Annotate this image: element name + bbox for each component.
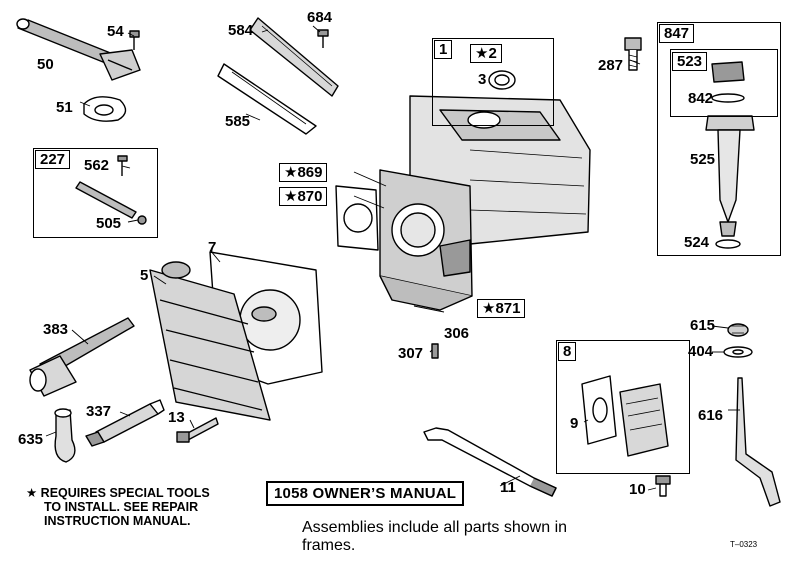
note-line-3: INSTRUCTION MANUAL. [44, 514, 191, 528]
tube-11-drawing [423, 427, 557, 497]
part-label-51: 51 [56, 99, 73, 116]
part-label-635: 635 [18, 431, 44, 448]
screw-54-drawing [129, 30, 140, 50]
part-label-7: 7 [208, 239, 217, 256]
dipstick-assembly-drawing [705, 61, 755, 249]
gasket-585-drawing [217, 63, 317, 135]
part-label-870: ★870 [279, 187, 328, 206]
part-label-585: 585 [225, 113, 251, 130]
part-label-616: 616 [698, 407, 724, 424]
part-label-227: 227 [35, 150, 71, 169]
spark-plug-drawing [85, 399, 165, 447]
part-label-525: 525 [690, 151, 716, 168]
part-label-847: 847 [659, 24, 695, 43]
plug-boot-drawing [54, 408, 76, 463]
breather-tube-drawing [16, 18, 141, 81]
part-label-584: 584 [228, 22, 254, 39]
part-label-842: 842 [688, 90, 714, 107]
owners-manual-label: 1058 OWNER’S MANUAL [266, 481, 465, 506]
bolt-287-drawing [624, 37, 642, 71]
part-label-871: ★871 [477, 299, 526, 318]
part-label-562: 562 [84, 157, 110, 174]
cylinder-head-drawing [149, 251, 323, 421]
frame-8 [556, 340, 690, 474]
part-label-287: 287 [598, 57, 624, 74]
crankcase-drawing [379, 95, 591, 311]
screw-10-drawing [655, 475, 671, 497]
part-label-307: 307 [398, 345, 424, 362]
bolt-13-drawing [176, 417, 219, 443]
part-label-684: 684 [307, 9, 333, 26]
gasket-584-drawing [249, 17, 339, 97]
part-label-50: 50 [37, 56, 54, 73]
cover-8-drawing [581, 375, 669, 457]
part-label-306: 306 [444, 325, 470, 342]
wrench-383-drawing [29, 317, 135, 397]
part-label-8: 8 [558, 342, 577, 361]
part-label-13: 13 [168, 409, 185, 426]
part-label-524: 524 [684, 234, 710, 251]
part-label-54: 54 [107, 23, 124, 40]
part-label-5: 5 [140, 267, 149, 284]
note-line-1: ★ REQUIRES SPECIAL TOOLS [26, 486, 210, 500]
part-label-505: 505 [96, 215, 122, 232]
governor-shaft-drawing [735, 377, 781, 507]
part-label-869: ★869 [279, 163, 328, 182]
frame-1 [432, 38, 554, 126]
frame-227 [33, 148, 158, 238]
part-label-10: 10 [629, 481, 646, 498]
part-label-2: ★2 [470, 44, 502, 63]
gasket-51-drawing [83, 96, 127, 122]
part-label-523: 523 [672, 52, 708, 71]
frame-847 [657, 22, 781, 256]
part-label-3: 3 [478, 71, 487, 88]
part-label-337: 337 [86, 403, 112, 420]
governor-parts-drawing [723, 323, 753, 358]
special-tools-note: ★ REQUIRES SPECIAL TOOLS TO INSTALL. SEE… [26, 486, 210, 528]
drawing-code: T–0323 [730, 540, 758, 549]
bracket-227-drawing [75, 155, 147, 225]
part-label-383: 383 [43, 321, 69, 338]
part-label-9: 9 [570, 415, 579, 432]
assemblies-footer: Assemblies include all parts shown in fr… [302, 519, 568, 554]
part-label-404: 404 [688, 343, 714, 360]
note-line-2: TO INSTALL. SEE REPAIR [44, 500, 199, 514]
part-label-1: 1 [434, 40, 453, 59]
head-gasket-869-drawing [335, 185, 379, 251]
frame-523 [670, 49, 778, 117]
part-label-615: 615 [690, 317, 716, 334]
part-label-11: 11 [500, 479, 516, 496]
